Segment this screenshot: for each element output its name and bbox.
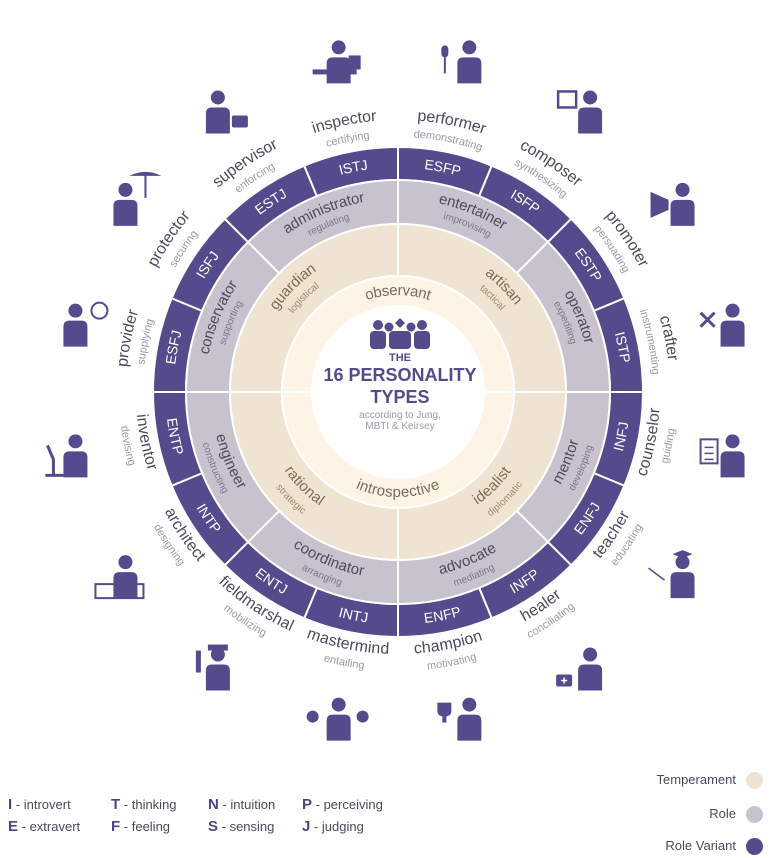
ring-legend-role: Role <box>709 806 763 824</box>
tools-person-icon <box>699 303 745 347</box>
legend-item: N - intuition <box>208 796 276 813</box>
temperament-name: observant <box>363 282 434 304</box>
clipboard-person-icon <box>699 434 745 478</box>
type-verb-label: guiding <box>659 427 678 464</box>
title-main-line2: TYPES <box>370 387 430 407</box>
legend-item: S - sensing <box>208 818 275 835</box>
type-code: INTJ <box>337 604 369 625</box>
title-sub-line1: according to Jung, <box>359 410 441 421</box>
microscope-person-icon <box>45 434 88 478</box>
legend-item: F - feeling <box>111 818 171 835</box>
ring-legend-variant: Role Variant <box>665 838 763 856</box>
center-disc <box>312 306 484 478</box>
legend-item: E - extravert <box>8 818 81 835</box>
type-code: ISTP <box>612 330 634 364</box>
type-code: ENTP <box>164 417 187 457</box>
group-icon <box>370 318 430 349</box>
microphone-person-icon <box>441 40 482 84</box>
type-code: ESFP <box>424 156 463 179</box>
title-sub-line2: MBTI & Keirsey <box>365 421 435 432</box>
role-variant-swatch <box>746 838 763 856</box>
umbrella-person-icon <box>113 171 162 226</box>
trophy-person-icon <box>437 697 482 741</box>
doctor-person-icon <box>556 647 603 691</box>
legend-item: P - perceiving <box>302 796 383 813</box>
graduate-person-icon <box>648 550 695 599</box>
type-code: ESFJ <box>162 328 184 365</box>
painter-person-icon <box>556 90 603 134</box>
briefcase-person-icon <box>205 90 248 134</box>
legend-item: I - introvert <box>8 796 71 813</box>
officer-person-icon <box>195 644 230 691</box>
blueprint-person-icon <box>94 555 145 600</box>
balance-person-icon <box>306 697 369 741</box>
type-code: INFJ <box>610 421 631 453</box>
title-the: THE <box>389 352 411 364</box>
type-code: ISTJ <box>337 156 369 177</box>
legend-item: J - judging <box>302 818 364 835</box>
megaphone-person-icon <box>650 182 695 226</box>
smiley-person-icon <box>63 301 109 347</box>
center-title: THE 16 PERSONALITY TYPES according to Ju… <box>316 318 484 432</box>
title-main-line1: 16 PERSONALITY <box>323 365 477 385</box>
role-swatch <box>746 806 763 824</box>
type-code: ENFP <box>423 603 463 626</box>
legend-item: T - thinking <box>111 796 177 813</box>
ring-legend-temperament: Temperament <box>657 772 763 790</box>
desk-person-icon <box>312 40 361 84</box>
temperament-swatch <box>746 772 763 790</box>
letter-legend-row-1: I - introvert T - thinking N - intuition P … <box>8 796 383 813</box>
letter-legend-row-2: E - extravert F - feeling S - sensing J - j… <box>8 818 364 835</box>
